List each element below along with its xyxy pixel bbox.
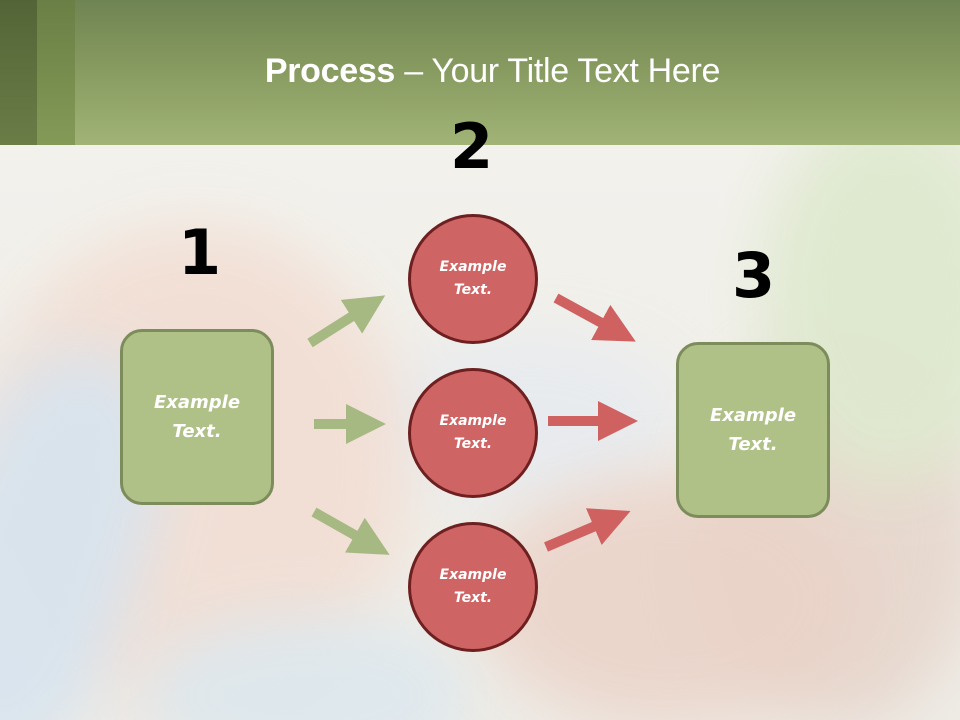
banner-stripe [0,0,37,145]
slide-title[interactable]: Process – Your Title Text Here [264,52,721,90]
step-number-3: 3 [732,239,776,312]
step-number-2: 2 [450,110,494,183]
step-2-circle-top[interactable]: Example Text. [408,214,538,344]
step-1-box[interactable]: Example Text. [120,329,274,505]
title-banner: Process – Your Title Text Here [0,0,960,145]
step-number-1: 1 [178,216,222,289]
step-2-circle-bottom[interactable]: Example Text. [408,522,538,652]
step-3-box[interactable]: Example Text. [676,342,830,518]
step-2-circle-middle[interactable]: Example Text. [408,368,538,498]
banner-stripe [37,0,75,145]
